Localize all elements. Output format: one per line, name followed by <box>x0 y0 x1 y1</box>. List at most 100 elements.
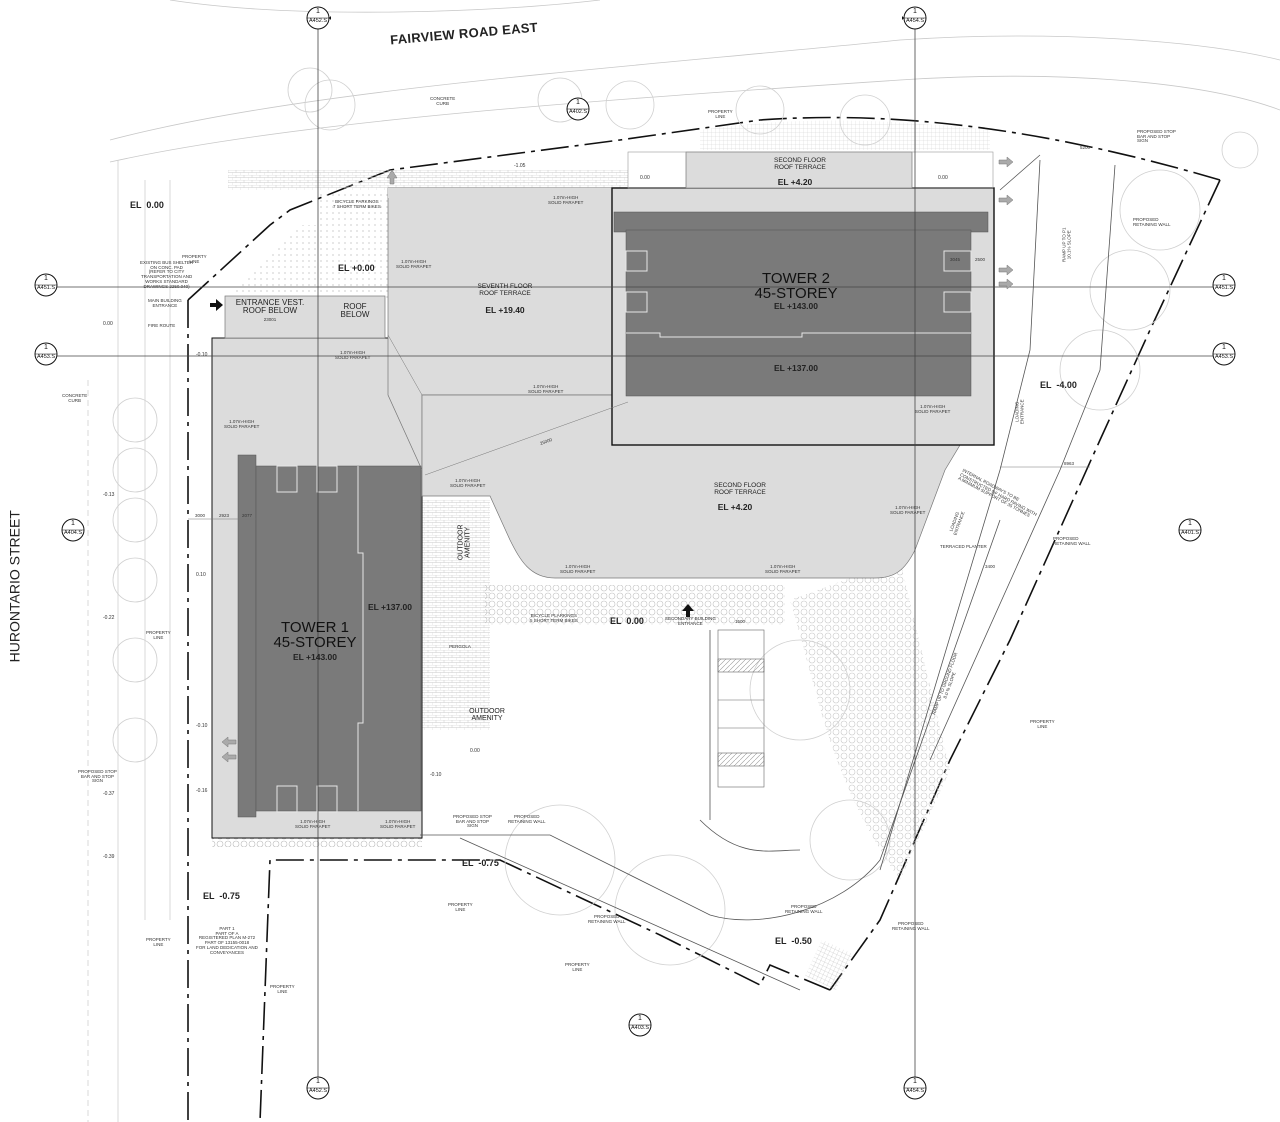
spot-el: 0.10 <box>196 572 206 578</box>
note-terraced-planter: TERRACED PLANTER <box>940 544 987 549</box>
spot-el: -0.10 <box>196 352 208 358</box>
note-property-line: PROPERTY LINE <box>565 962 590 972</box>
tower-1-el-top: EL +143.00 <box>292 652 338 662</box>
accessible-parking <box>717 629 765 788</box>
site-el-sw-left: EL -0.75 <box>203 891 240 901</box>
note-property-line: PROPERTY LINE <box>448 902 473 912</box>
spot-el: -0.22 <box>103 615 115 621</box>
second-floor-north-el: EL +4.20 <box>777 177 813 187</box>
note-retaining-wall: PROPOSED RETAINING WALL <box>785 904 823 914</box>
spot-el: -0.39 <box>103 854 115 860</box>
spot-el: 0.00 <box>103 321 113 327</box>
note-part-1: PART 1 PART OF A REGISTERED PLAN M-272 P… <box>196 926 258 955</box>
tower-1-name: TOWER 1 <box>280 619 350 636</box>
note-property-line: PROPERTY LINE <box>146 937 171 947</box>
note-retaining-wall: PROPOSED RETAINING WALL <box>588 914 626 924</box>
dimension: 8963 <box>1064 461 1075 466</box>
note-parapet: 1.07m-HIGH SOLID PARAPET <box>548 195 584 205</box>
note-parapet: 1.07m-HIGH SOLID PARAPET <box>560 564 596 574</box>
spot-el: 0.00 <box>470 748 480 754</box>
street-name-hurontario: HURONTARIO STREET <box>6 510 23 663</box>
site-el-se: EL -0.50 <box>775 936 812 946</box>
spot-el: -0.10 <box>430 772 442 778</box>
tower-2-el-step: EL +137.00 <box>773 363 819 373</box>
note-retaining-wall: PROPOSED RETAINING WALL <box>1133 217 1171 227</box>
note-parapet: 1.07m-HIGH SOLID PARAPET <box>396 259 432 269</box>
tower-2-el-top: EL +143.00 <box>773 301 819 311</box>
note-loading-entrance: LOADING ENTRANCE <box>1014 399 1025 425</box>
note-parapet: 1.07m-HIGH SOLID PARAPET <box>295 819 331 829</box>
trees <box>112 67 1259 966</box>
seventh-floor-el: EL +19.40 <box>485 305 525 315</box>
note-bike-south: BICYCLE PLARKINGS 5 SHORT TERM BIKES <box>530 613 578 623</box>
second-floor-el: EL +4.20 <box>717 502 753 512</box>
note-retaining-wall: PROPOSED RETAINING WALL <box>508 814 546 824</box>
dimension: 3045 <box>950 257 961 262</box>
note-property-line: PROPERTY LINE <box>270 984 295 994</box>
spot-el: 0.00 <box>640 175 650 181</box>
entrance-vest-label: ENTRANCE VEST.ROOF BELOW <box>235 298 305 316</box>
note-parapet: 1.07m-HIGH SOLID PARAPET <box>915 404 951 414</box>
note-main-entrance: MAIN BUILDING ENTRANCE <box>148 298 182 308</box>
note-property-line: PROPERTY LINE <box>146 630 171 640</box>
spot-el: -0.16 <box>196 788 208 794</box>
note-ramp-p1: RAMP UP TO P1 10.1% SLOPE <box>1061 227 1072 262</box>
property-line <box>187 116 1221 1122</box>
note-concrete-curb-left: CONCRETE CURB <box>62 393 88 403</box>
note-stop-sign: PROPOSED STOP BAR AND STOP SIGN <box>453 814 492 829</box>
hurontario-road-lines <box>87 160 171 1122</box>
note-property-line: PROPERTY LINE <box>708 109 733 119</box>
dimension: 3400 <box>985 564 996 569</box>
note-retaining-wall: PROPOSED RETAINING WALL <box>1053 536 1091 546</box>
note-stop-sign: PROPOSED STOP BAR AND STOP SIGN <box>78 769 117 784</box>
note-parapet: 1.07m-HIGH SOLID PARAPET <box>765 564 801 574</box>
secondary-entrance-arrow <box>682 604 694 617</box>
note-bike-north: BICYCLE PARKINGS 7 SHORT TERM BIKES <box>333 199 381 209</box>
dimension: 1500 <box>735 619 746 624</box>
dimension: 5200 <box>1080 145 1091 150</box>
note-parapet: 1.07m-HIGH SOLID PARAPET <box>380 819 416 829</box>
note-parapet: 1.07m-HIGH SOLID PARAPET <box>528 384 564 394</box>
tower-2-name: TOWER 2 <box>761 270 831 287</box>
site-el-sw-mid: EL -0.75 <box>462 858 499 868</box>
spot-el: -0.13 <box>103 492 115 498</box>
main-entrance-arrow <box>210 299 223 311</box>
note-parapet: 1.07m-HIGH SOLID PARAPET <box>335 350 371 360</box>
site-el-east-ramp: EL -4.00 <box>1040 380 1077 390</box>
site-el-nw: EL 0.00 <box>130 200 164 210</box>
spot-el: 0.00 <box>938 175 948 181</box>
note-parapet: 1.07m-HIGH SOLID PARAPET <box>450 478 486 488</box>
spot-el: -1.05 <box>514 163 526 169</box>
outdoor-amenity-2: OUTDOOR AMENITY <box>469 708 505 723</box>
tower-2-storeys: 45-STOREY <box>754 285 838 302</box>
site-el-entry-court: EL +0.00 <box>338 263 375 273</box>
note-parapet: 1.07m-HIGH SOLID PARAPET <box>224 419 260 429</box>
dimension: 3000 <box>195 513 206 518</box>
dimension: 2077 <box>242 513 253 518</box>
spot-el: -0.37 <box>103 791 115 797</box>
note-fire-route: FIRE ROUTE <box>148 323 176 328</box>
pergola-label: PERGOLA <box>449 644 471 649</box>
note-property-line: PROPERTY LINE <box>1030 719 1055 729</box>
tower-1-el-step: EL +137.00 <box>367 602 413 612</box>
outdoor-amenity-1: OUTDOOR AMENITY <box>457 524 472 561</box>
fairview-road-lines <box>109 0 1280 163</box>
entrance-vest-dim: 23001 <box>263 317 277 322</box>
